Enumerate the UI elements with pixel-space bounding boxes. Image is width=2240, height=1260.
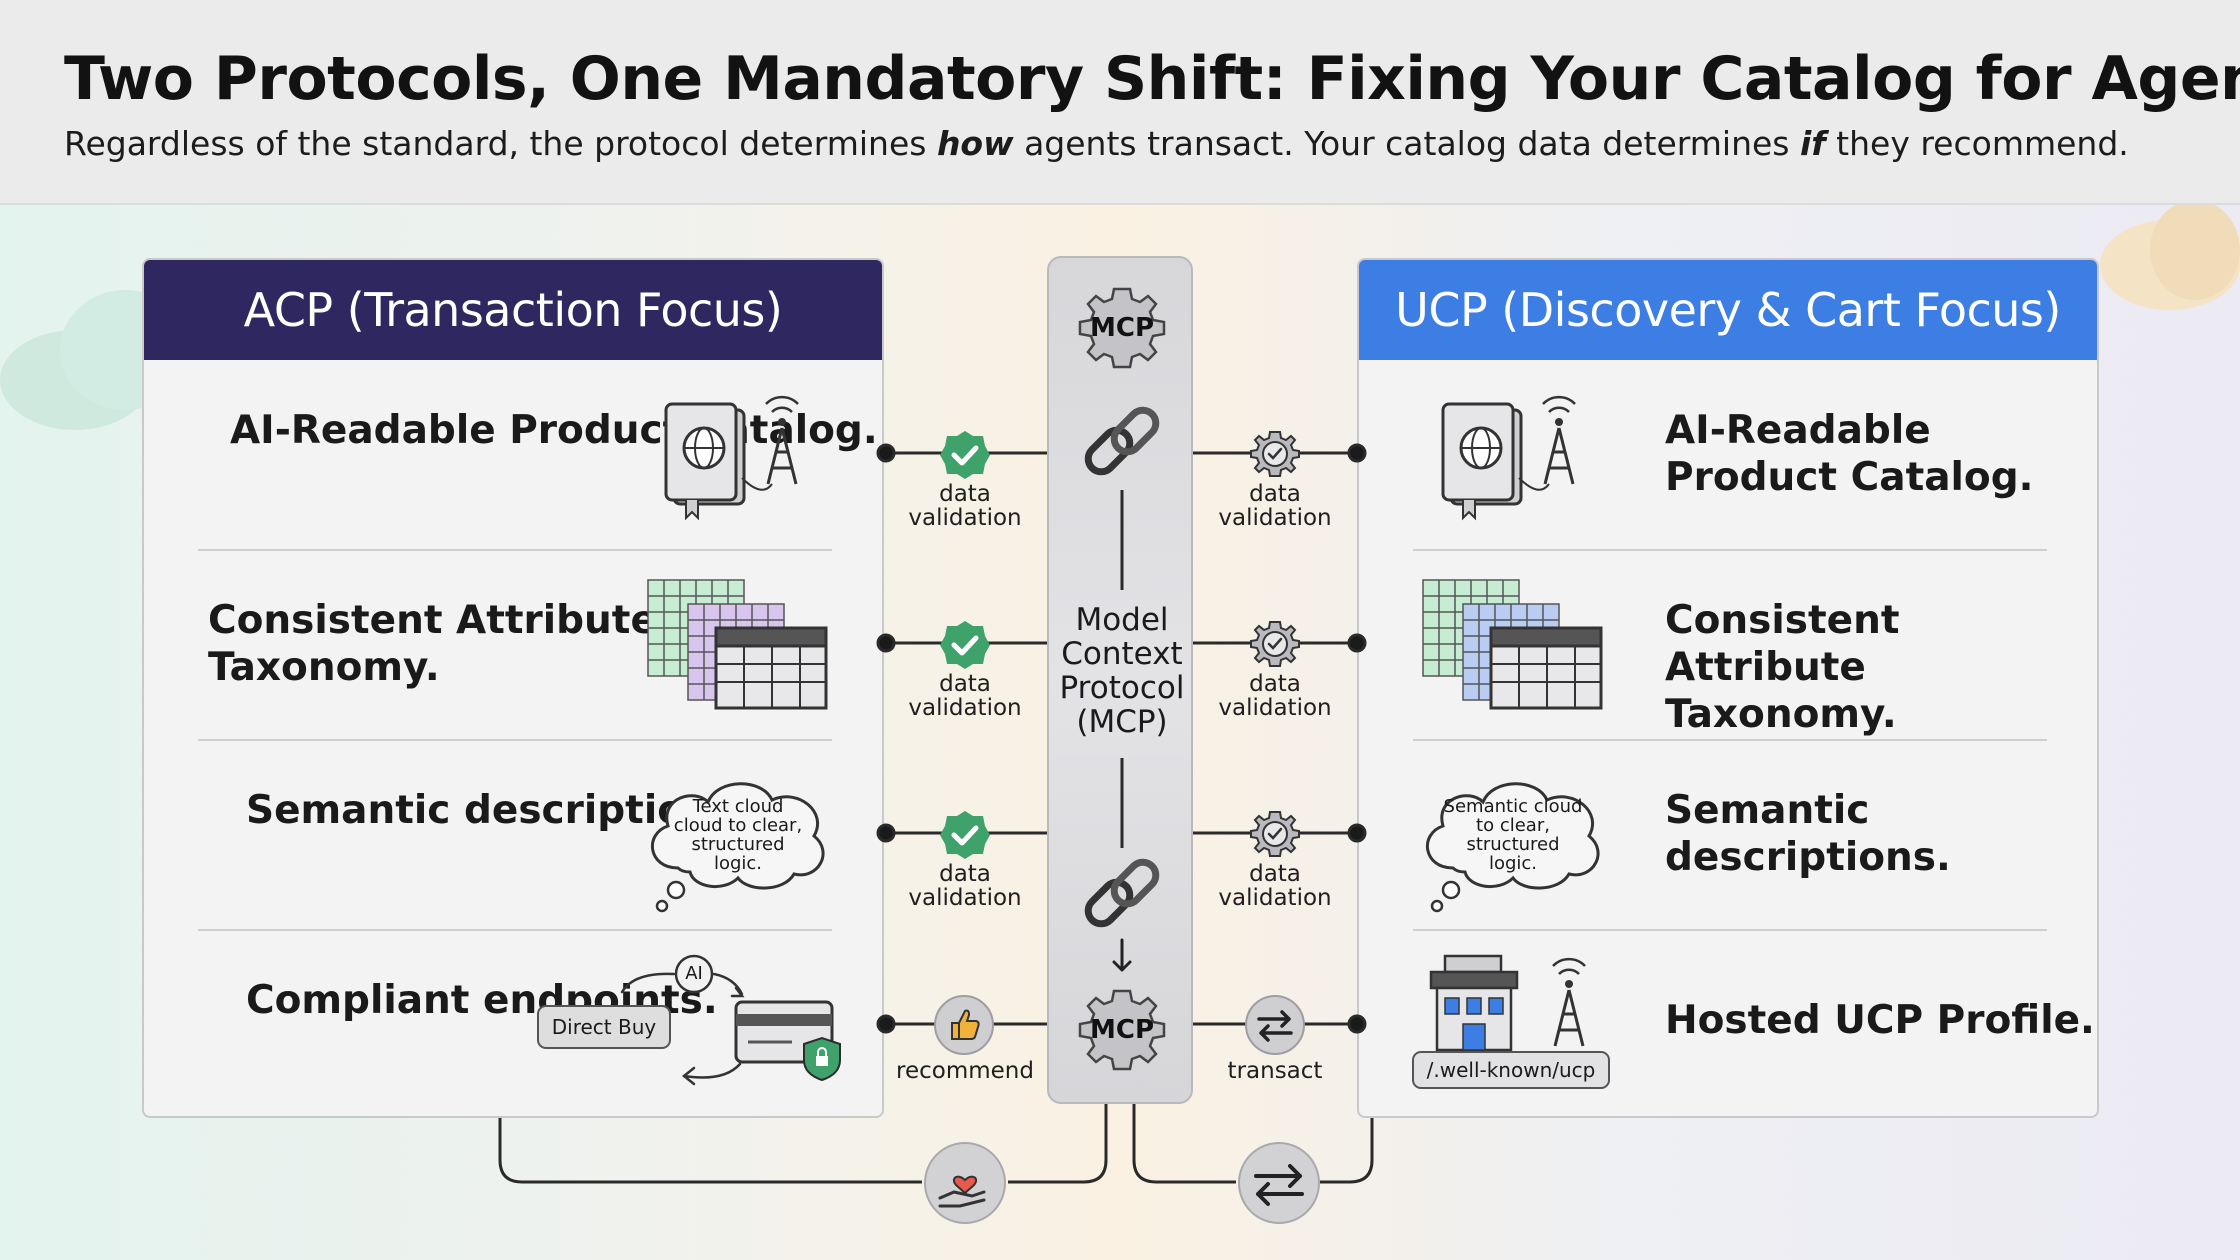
row-divider (198, 739, 832, 741)
gear-check-icon (1250, 811, 1300, 857)
ucp-row-label-profile: Hosted UCP Profile. (1665, 998, 2095, 1043)
acp-panel-title: ACP (Transaction Focus) (144, 260, 882, 360)
well-known-url: /.well-known/ucp (1426, 1058, 1596, 1082)
arrow-down-icon (1112, 938, 1132, 972)
subtitle-text-2: agents transact. Your catalog data deter… (1013, 124, 1800, 163)
thumbs-up-icon (934, 995, 994, 1055)
check-badge-icon (940, 811, 990, 859)
taxonomy-grid-icon (647, 579, 828, 710)
acp-panel: ACP (Transaction Focus) AI-Readable Prod… (142, 258, 884, 1118)
building-antenna-icon: /.well-known/ucp (1412, 954, 1610, 1089)
taxonomy-grid-icon (1422, 579, 1603, 710)
chain-link-bottom-icon (1084, 858, 1160, 928)
connector-label-transact: transact (1227, 1058, 1323, 1084)
subtitle-emphasis-if: if (1800, 124, 1826, 163)
cloud-text: Semantic cloud to clear, structured logi… (1443, 798, 1583, 874)
ucp-row-label-taxonomy: Consistent Attribute Taxonomy. (1665, 598, 1900, 737)
heart-hand-icon (924, 1142, 1006, 1224)
mcp-center-label: Model Context Protocol (MCP) (1059, 602, 1185, 741)
ai-badge: AI (685, 963, 703, 984)
subtitle-emphasis-how: how (936, 124, 1014, 163)
row-divider (198, 929, 832, 931)
row-divider (1413, 549, 2047, 551)
catalog-book-antenna-icon (664, 395, 799, 521)
exchange-arrows-icon (1238, 1142, 1320, 1224)
mcp-center-column: MCP Model Context Protocol (MCP) MCP (1047, 256, 1193, 1104)
connector-label: data validation (908, 481, 1022, 532)
connector-label-recommend: recommend (896, 1058, 1034, 1084)
connector-label: data validation (908, 861, 1022, 912)
ucp-row-label-catalog: AI-Readable Product Catalog. (1665, 408, 2034, 500)
ucp-panel: UCP (Discovery & Cart Focus) AI-Readable… (1357, 258, 2099, 1118)
row-divider (1413, 739, 2047, 741)
row-divider (1413, 929, 2047, 931)
page-title: Two Protocols, One Mandatory Shift: Fixi… (64, 44, 2240, 114)
acp-row-label-taxonomy: Consistent Attribute Taxonomy. (208, 598, 657, 690)
mcp-gear-top-icon: MCP (1078, 287, 1166, 369)
chain-link-top-icon (1084, 406, 1160, 476)
subtitle-text-1: Regardless of the standard, the protocol… (64, 124, 937, 163)
thought-cloud-icon: Semantic cloud to clear, structured logi… (1426, 782, 1600, 913)
vertical-connector (1120, 758, 1124, 848)
mcp-bottom-badge: MCP (1089, 1015, 1154, 1045)
gear-check-icon (1250, 621, 1300, 667)
connector-label: data validation (1218, 861, 1332, 912)
transact-arrows-icon (1245, 995, 1305, 1055)
mcp-gear-bottom-icon: MCP (1078, 989, 1166, 1071)
row-divider (198, 549, 832, 551)
acp-row-label-catalog: AI-Readable Product Catalog. (230, 408, 878, 453)
catalog-book-antenna-icon (1441, 395, 1576, 521)
connector-label: data validation (908, 671, 1022, 722)
connector-label: data validation (1218, 671, 1332, 722)
background-cloud-right-2 (2150, 200, 2240, 300)
header: Two Protocols, One Mandatory Shift: Fixi… (0, 0, 2240, 205)
ucp-row-label-semantic: Semantic descriptions. (1665, 788, 1951, 880)
mcp-top-badge: MCP (1089, 313, 1154, 343)
cloud-text: Text cloud cloud to clear, structured lo… (673, 798, 803, 874)
thought-cloud-icon: Text cloud cloud to clear, structured lo… (651, 782, 825, 913)
connector-label: data validation (1218, 481, 1332, 532)
gear-check-icon (1250, 431, 1300, 477)
subtitle-text-3: they recommend. (1825, 124, 2129, 163)
check-badge-icon (940, 431, 990, 479)
direct-buy-button[interactable]: Direct Buy (551, 1015, 657, 1039)
page-subtitle: Regardless of the standard, the protocol… (64, 124, 2129, 163)
ucp-panel-title: UCP (Discovery & Cart Focus) (1359, 260, 2097, 360)
direct-buy-flow-icon: Direct Buy AI (537, 954, 841, 1086)
vertical-connector (1120, 490, 1124, 590)
check-badge-icon (940, 621, 990, 669)
